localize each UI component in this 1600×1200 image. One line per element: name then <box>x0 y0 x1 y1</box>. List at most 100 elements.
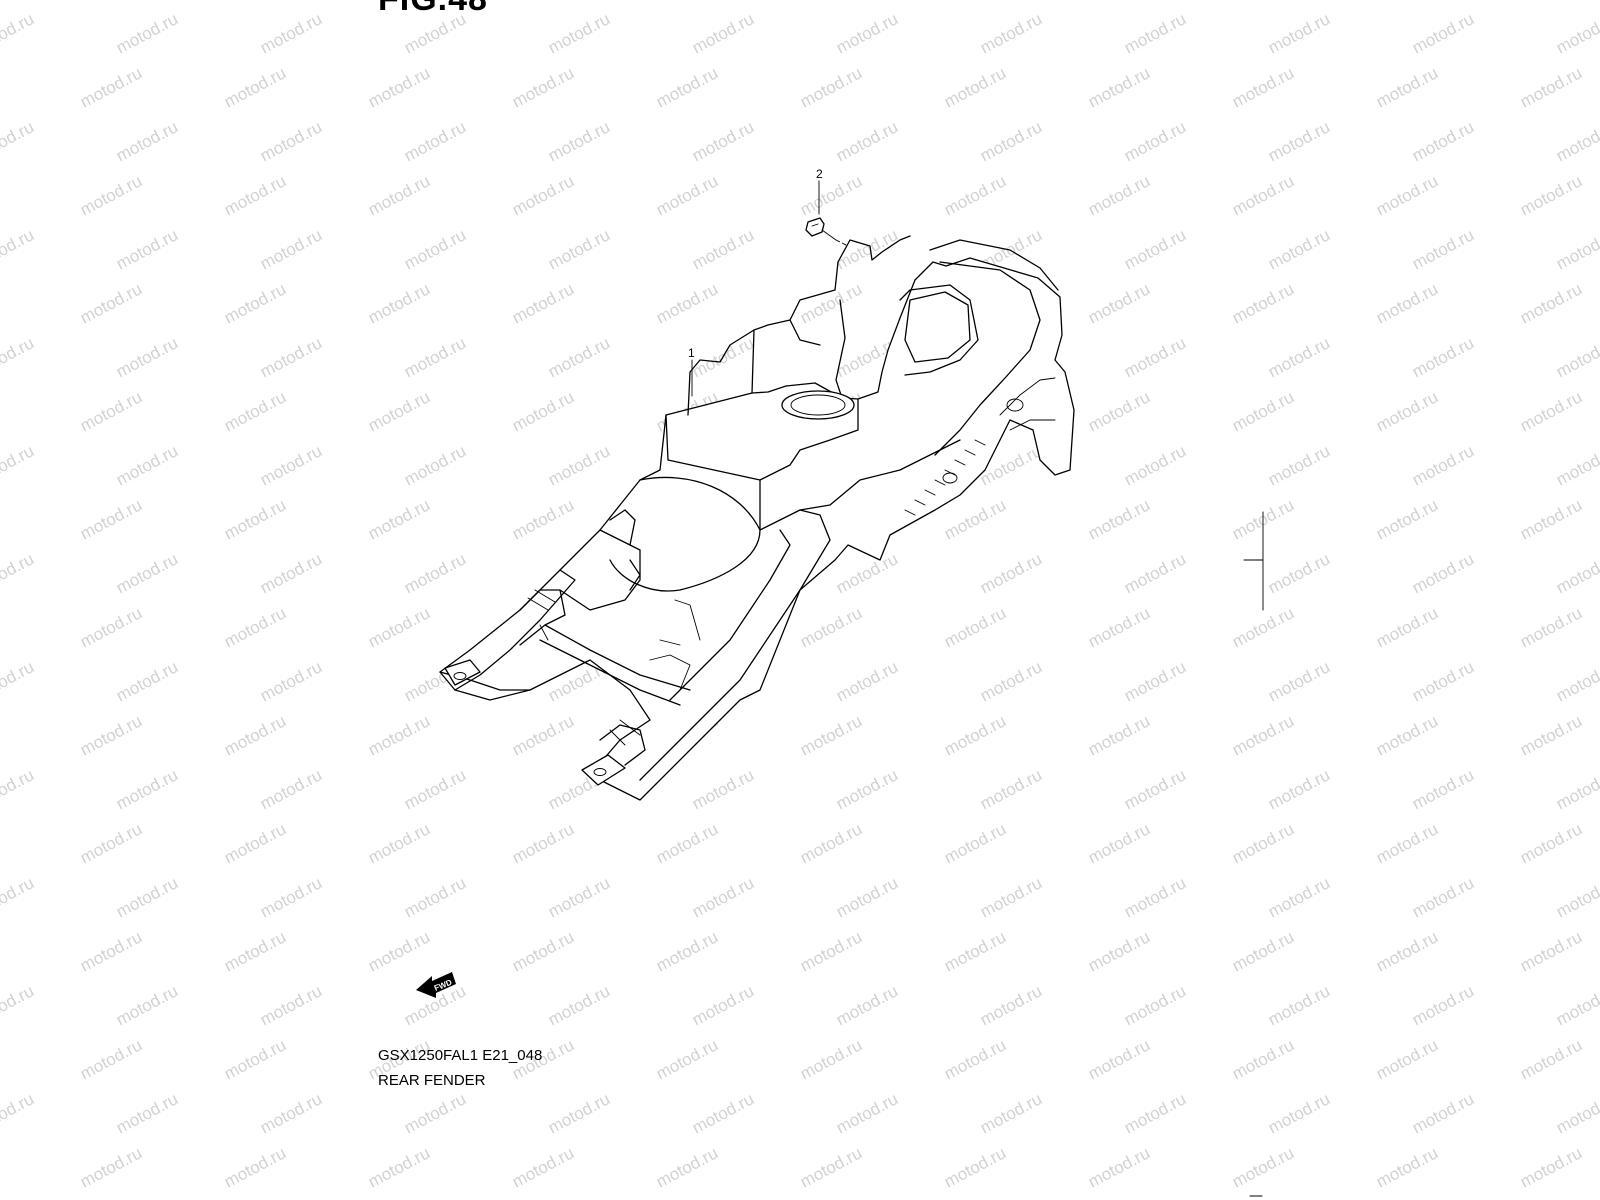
watermark-text: motod.ru <box>1265 549 1333 597</box>
watermark-text: motod.ru <box>1553 981 1600 1029</box>
watermark-text: motod.ru <box>545 333 613 381</box>
watermark-text: motod.ru <box>1409 1089 1477 1137</box>
watermark-text: motod.ru <box>1121 333 1189 381</box>
watermark-text: motod.ru <box>653 819 721 867</box>
watermark-text: motod.ru <box>977 981 1045 1029</box>
watermark-text: motod.ru <box>221 927 289 975</box>
watermark-text: motod.ru <box>941 1143 1009 1191</box>
watermark-text: motod.ru <box>509 0 577 4</box>
watermark-text: motod.ru <box>0 441 37 489</box>
watermark-text: motod.ru <box>113 9 181 57</box>
watermark-text: motod.ru <box>113 873 181 921</box>
watermark-text: motod.ru <box>977 1089 1045 1137</box>
watermark-text: motod.ru <box>401 549 469 597</box>
watermark-text: motod.ru <box>1085 927 1153 975</box>
watermark-text: motod.ru <box>509 711 577 759</box>
watermark-text: motod.ru <box>1553 765 1600 813</box>
watermark-text: motod.ru <box>365 927 433 975</box>
watermark-text: motod.ru <box>77 927 145 975</box>
reference-line <box>1243 511 1264 611</box>
watermark-text: motod.ru <box>1373 927 1441 975</box>
watermark-text: motod.ru <box>941 63 1009 111</box>
watermark-text: motod.ru <box>0 0 1 4</box>
watermark-text: motod.ru <box>77 63 145 111</box>
watermark-text: motod.ru <box>1517 279 1585 327</box>
watermark-text: motod.ru <box>77 711 145 759</box>
watermark-text: motod.ru <box>1373 819 1441 867</box>
watermark-text: motod.ru <box>113 981 181 1029</box>
watermark-text: motod.ru <box>653 63 721 111</box>
watermark-text: motod.ru <box>401 333 469 381</box>
watermark-text: motod.ru <box>0 1089 37 1137</box>
watermark-text: motod.ru <box>113 765 181 813</box>
watermark-text: motod.ru <box>833 225 901 273</box>
watermark-text: motod.ru <box>689 981 757 1029</box>
watermark-text: motod.ru <box>365 1143 433 1191</box>
watermark-text: motod.ru <box>401 441 469 489</box>
watermark-text: motod.ru <box>1517 495 1585 543</box>
watermark-text: motod.ru <box>257 333 325 381</box>
watermark-text: motod.ru <box>1229 1143 1297 1191</box>
watermark-text: motod.ru <box>1553 225 1600 273</box>
watermark-text: motod.ru <box>77 387 145 435</box>
watermark-text: motod.ru <box>1409 657 1477 705</box>
watermark-text: motod.ru <box>365 63 433 111</box>
watermark-text: motod.ru <box>221 1143 289 1191</box>
watermark-text: motod.ru <box>365 603 433 651</box>
watermark-text: motod.ru <box>653 1143 721 1191</box>
watermark-text: motod.ru <box>113 1089 181 1137</box>
watermark-text: motod.ru <box>833 765 901 813</box>
watermark-text: motod.ru <box>1085 387 1153 435</box>
watermark-text: motod.ru <box>113 549 181 597</box>
watermark-text: motod.ru <box>221 279 289 327</box>
watermark-text: motod.ru <box>1265 981 1333 1029</box>
watermark-text: motod.ru <box>77 279 145 327</box>
watermark-text: motod.ru <box>797 171 865 219</box>
watermark-text: motod.ru <box>1085 711 1153 759</box>
watermark-text: motod.ru <box>1085 171 1153 219</box>
watermark-text: motod.ru <box>1229 819 1297 867</box>
watermark-text: motod.ru <box>833 117 901 165</box>
watermark-text: motod.ru <box>221 0 289 4</box>
watermark-text: motod.ru <box>401 873 469 921</box>
watermark-text: motod.ru <box>833 873 901 921</box>
watermark-text: motod.ru <box>1229 279 1297 327</box>
watermark-text: motod.ru <box>689 873 757 921</box>
watermark-text: motod.ru <box>509 927 577 975</box>
watermark-text: motod.ru <box>941 927 1009 975</box>
watermark-text: motod.ru <box>1553 657 1600 705</box>
watermark-text: motod.ru <box>653 171 721 219</box>
watermark-text: motod.ru <box>1409 117 1477 165</box>
watermark-text: motod.ru <box>221 387 289 435</box>
watermark-text: motod.ru <box>1409 441 1477 489</box>
watermark-text: motod.ru <box>1553 333 1600 381</box>
watermark-text: motod.ru <box>77 0 145 4</box>
watermark-text: motod.ru <box>509 63 577 111</box>
watermark-text: motod.ru <box>977 657 1045 705</box>
watermark-text: motod.ru <box>1121 1089 1189 1137</box>
watermark-text: motod.ru <box>401 117 469 165</box>
watermark-text: motod.ru <box>257 981 325 1029</box>
watermark-text: motod.ru <box>113 333 181 381</box>
watermark-text: motod.ru <box>0 171 1 219</box>
watermark-text: motod.ru <box>653 927 721 975</box>
watermark-text: motod.ru <box>509 279 577 327</box>
callout-2-label: 2 <box>816 167 823 181</box>
watermark-text: motod.ru <box>257 657 325 705</box>
watermark-text: motod.ru <box>1553 441 1600 489</box>
watermark-text: motod.ru <box>833 657 901 705</box>
watermark-text: motod.ru <box>1229 0 1297 4</box>
watermark-text: motod.ru <box>221 495 289 543</box>
watermark-text: motod.ru <box>1085 603 1153 651</box>
watermark-text: motod.ru <box>0 1143 1 1191</box>
watermark-text: motod.ru <box>689 9 757 57</box>
watermark-text: motod.ru <box>365 819 433 867</box>
watermark-text: motod.ru <box>977 549 1045 597</box>
watermark-text: motod.ru <box>0 603 1 651</box>
watermark-text: motod.ru <box>257 765 325 813</box>
watermark-text: motod.ru <box>1553 873 1600 921</box>
watermark-text: motod.ru <box>1373 171 1441 219</box>
watermark-text: motod.ru <box>1265 333 1333 381</box>
watermark-text: motod.ru <box>221 603 289 651</box>
